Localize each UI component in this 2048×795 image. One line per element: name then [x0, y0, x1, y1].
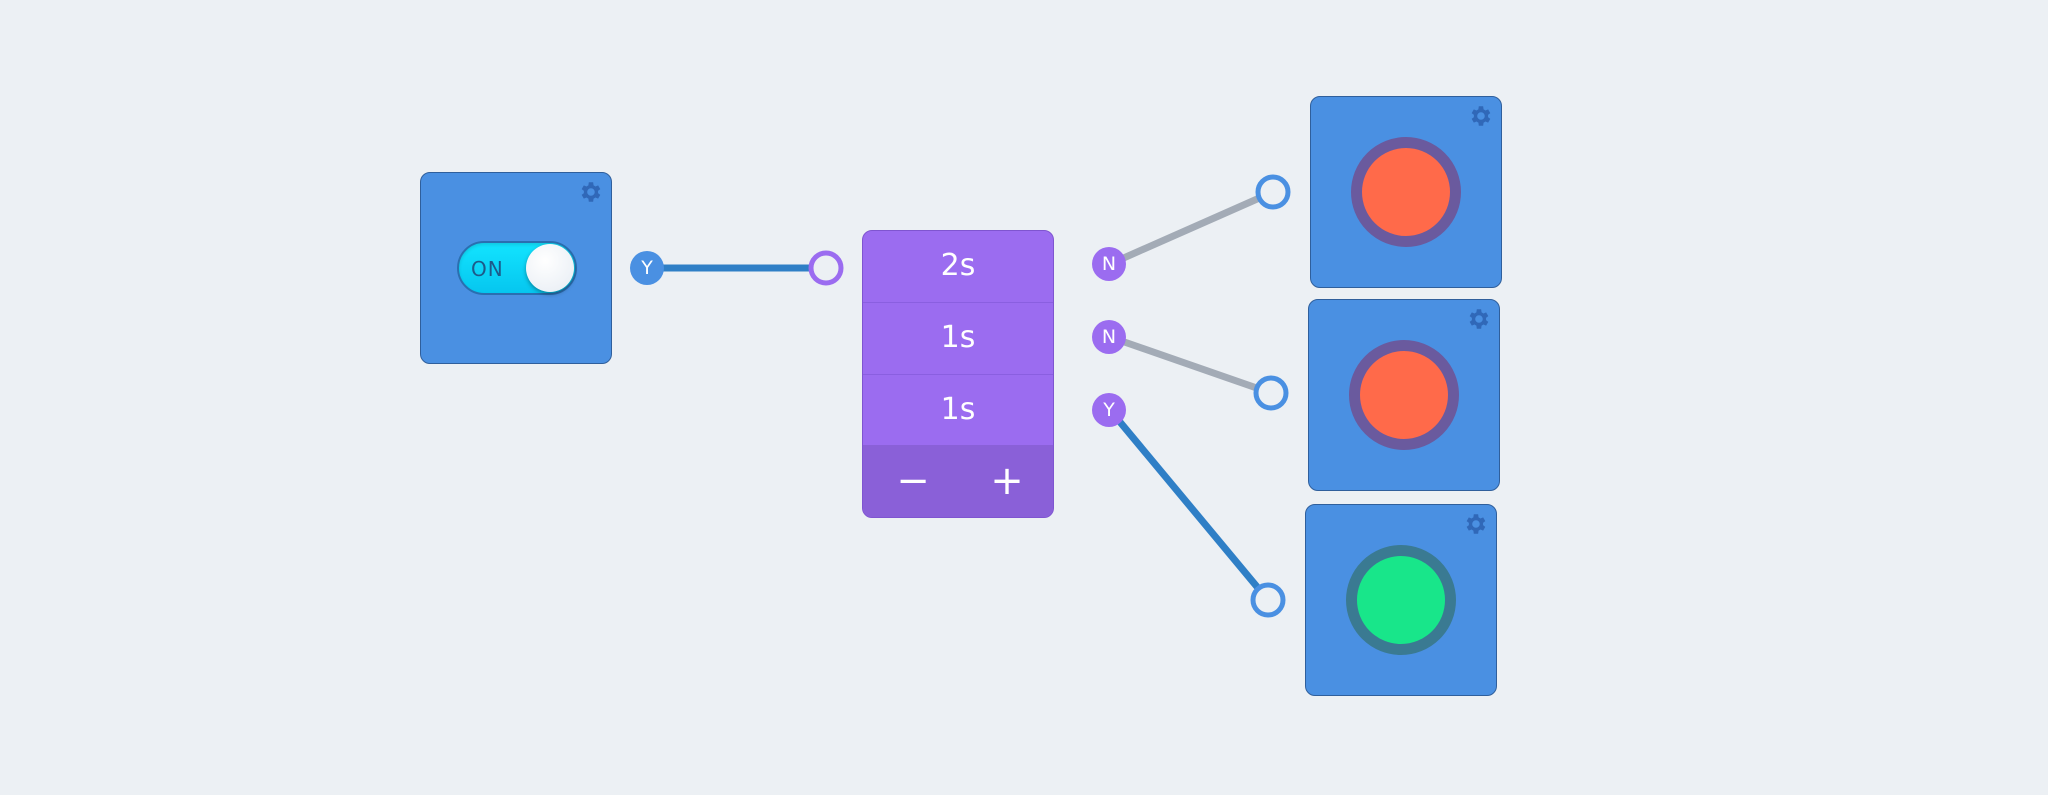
timer-node[interactable]: 2s 1s 1s − + [862, 230, 1054, 518]
toggle-state-label: ON [471, 257, 504, 281]
gear-icon[interactable] [1462, 511, 1488, 537]
timer-step-1-output-port[interactable]: N [1092, 247, 1126, 281]
timer-controls: − + [863, 445, 1053, 517]
switch-output-port[interactable]: Y [630, 251, 664, 285]
red-lamp [1349, 340, 1459, 450]
green-lamp [1346, 545, 1456, 655]
lamp-node-2[interactable] [1308, 299, 1500, 491]
wire-step2-to-lamp2[interactable] [1108, 333, 1273, 397]
switch-node[interactable]: ON [420, 172, 612, 364]
lamp2-input-port[interactable] [1253, 375, 1289, 411]
timer-step-1[interactable]: 2s [863, 231, 1053, 303]
toggle-knob[interactable] [526, 244, 574, 292]
timer-step-3-output-port[interactable]: Y [1092, 393, 1126, 427]
timer-input-port[interactable] [808, 250, 844, 286]
gear-icon[interactable] [577, 179, 603, 205]
lamp-node-1[interactable] [1310, 96, 1502, 288]
timer-step-3[interactable]: 1s [863, 375, 1053, 447]
lamp-node-3[interactable] [1305, 504, 1497, 696]
wire-step3-to-lamp3[interactable] [1107, 407, 1271, 603]
on-off-toggle[interactable]: ON [457, 241, 577, 295]
gear-icon[interactable] [1467, 103, 1493, 129]
timer-step-2-output-port[interactable]: N [1092, 320, 1126, 354]
lamp3-input-port[interactable] [1250, 582, 1286, 618]
gear-icon[interactable] [1465, 306, 1491, 332]
minus-button[interactable]: − [896, 458, 930, 504]
timer-step-2[interactable]: 1s [863, 303, 1053, 375]
wire-step1-to-lamp1[interactable] [1108, 188, 1275, 268]
red-lamp [1351, 137, 1461, 247]
plus-button[interactable]: + [990, 458, 1024, 504]
lamp1-input-port[interactable] [1255, 174, 1291, 210]
